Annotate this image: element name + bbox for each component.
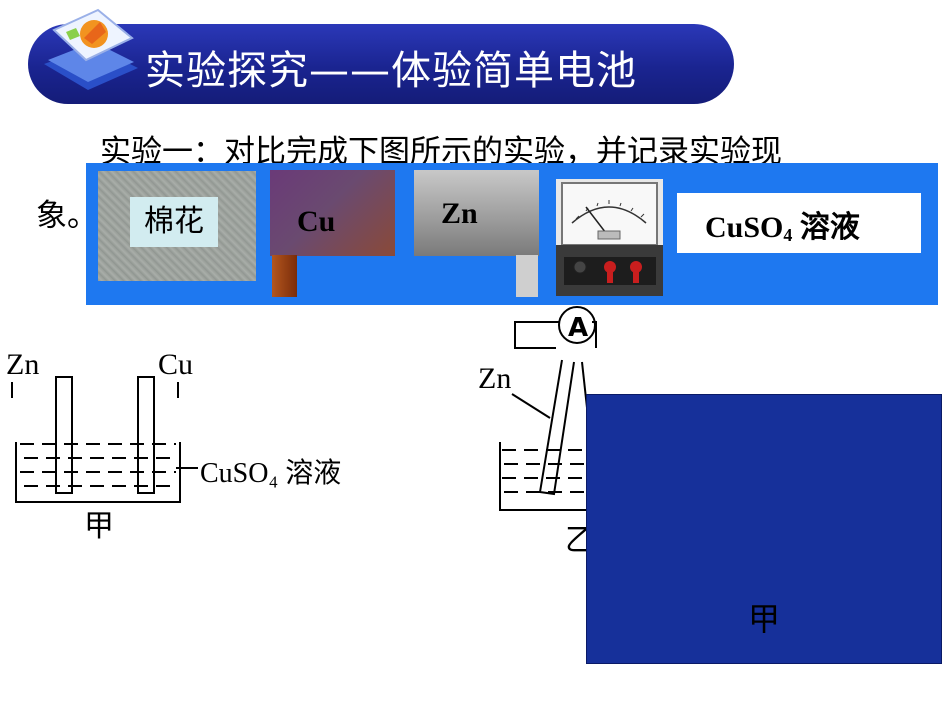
cuso4-solution-label: CuSO4 溶液 [705, 202, 860, 246]
overlay-block [586, 394, 942, 664]
zinc-plate-image [414, 170, 539, 256]
cuso4-base-text: CuSO [705, 211, 784, 244]
jia-solution-label: CuSO₄ 溶液 [200, 457, 341, 489]
cotton-label: 棉花 [130, 197, 218, 247]
intro-text-line2: 象。 [36, 198, 98, 234]
copper-plate-image [270, 170, 395, 256]
copper-label: Cu [297, 205, 336, 238]
zinc-strip [516, 255, 538, 297]
title-banner [28, 24, 734, 104]
cuso4-subscript: 4 [783, 225, 793, 245]
book-logo-icon [44, 8, 138, 90]
copper-strip [272, 255, 297, 297]
cuso4-solution-box [677, 193, 921, 253]
overlay-caption: 甲 [748, 600, 781, 638]
slide-title: 实验探究——体验简单电池 [145, 48, 637, 94]
diagram-jia: Zn Cu CuSO₄ 溶液 甲 [6, 348, 341, 543]
ammeter-photo-icon [556, 179, 663, 296]
yi-zn-label: Zn [478, 362, 511, 395]
cuso4-suffix-text: 溶液 [792, 211, 860, 244]
jia-cu-label: Cu [158, 348, 193, 381]
zinc-label: Zn [441, 197, 478, 230]
ammeter-symbol: A [568, 313, 588, 343]
jia-caption: 甲 [84, 510, 114, 543]
jia-zn-label: Zn [6, 348, 39, 381]
